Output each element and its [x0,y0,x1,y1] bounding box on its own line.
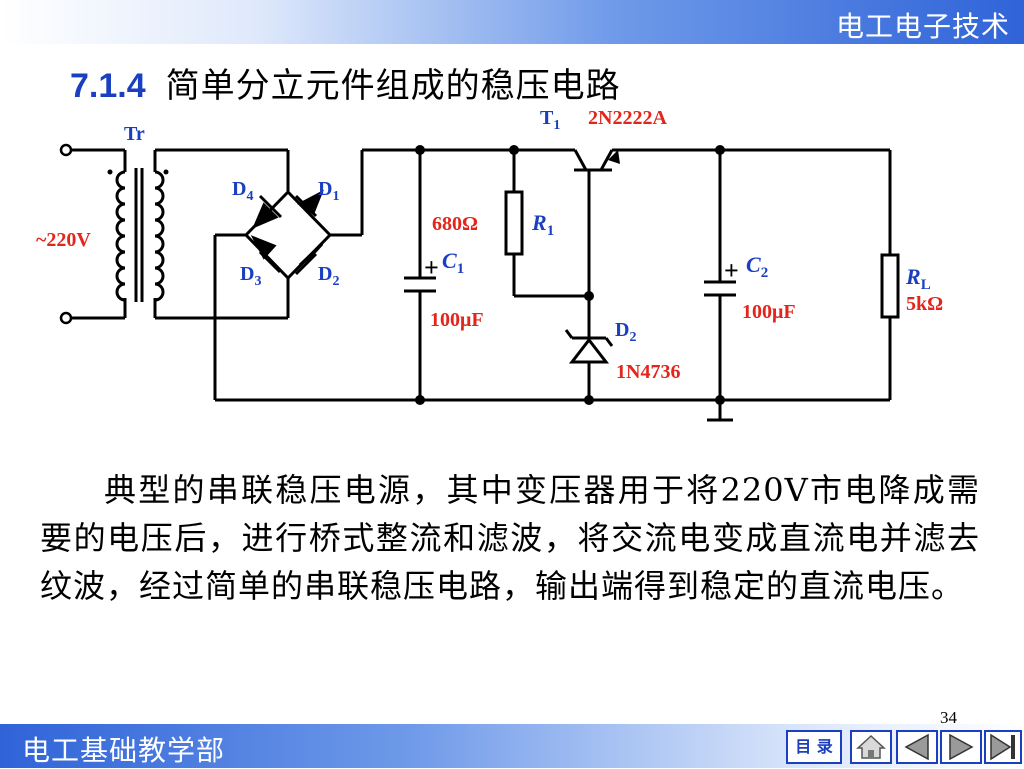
home-icon [856,734,886,759]
c2-plus-sign: + [724,256,739,285]
zener-label: D2 [615,319,636,345]
t1-label: T1 [540,107,560,133]
department-name: 电工基础教学部 [22,734,226,767]
section-number: 7.1.4 [70,67,146,105]
page-number: 34 [940,708,957,727]
c2-label: C2 [746,252,768,281]
input-voltage-label: ~220V [36,229,91,251]
c1-plus-sign: + [424,253,439,282]
prev-icon [904,733,929,761]
transformer-label: Tr [124,123,145,145]
section-title: 简单分立元件组成的稳压电路 [165,66,621,106]
r1-value: 680Ω [432,213,478,235]
c2-value: 100μF [742,301,796,323]
diode-d4-label: D4 [232,178,253,204]
diode-d3-label: D3 [240,263,261,289]
c1-value: 100μF [430,309,484,331]
diode-d1-label: D1 [318,178,339,204]
end-icon [990,733,1015,761]
next-page-button[interactable] [940,730,982,764]
next-icon [949,733,974,761]
prev-page-button[interactable] [896,730,938,764]
course-title: 电工电子技术 [835,10,1010,43]
rl-value: 5kΩ [906,293,943,315]
description-paragraph: 典型的串联稳压电源，其中变压器用于将220V市电降成需要的电压后，进行桥式整流和… [40,471,980,605]
home-button[interactable] [850,730,892,764]
t1-model: 2N2222A [588,107,667,129]
r1-label: R1 [531,210,554,239]
last-page-button[interactable] [984,730,1022,764]
page-title: 7.1.4 简单分立元件组成的稳压电路 [70,58,621,107]
zener-model: 1N4736 [616,361,680,383]
header-bar: 电工电子技术 [0,0,1024,44]
rl-label: RL [905,264,931,293]
diode-d2-label: D2 [318,263,339,289]
c1-label: C1 [442,248,464,277]
menu-button[interactable]: 目 录 [786,730,842,764]
circuit-diagram: Tr ~220V D4 D1 D3 D2 + C1 100μF 680Ω R1 … [36,107,943,422]
